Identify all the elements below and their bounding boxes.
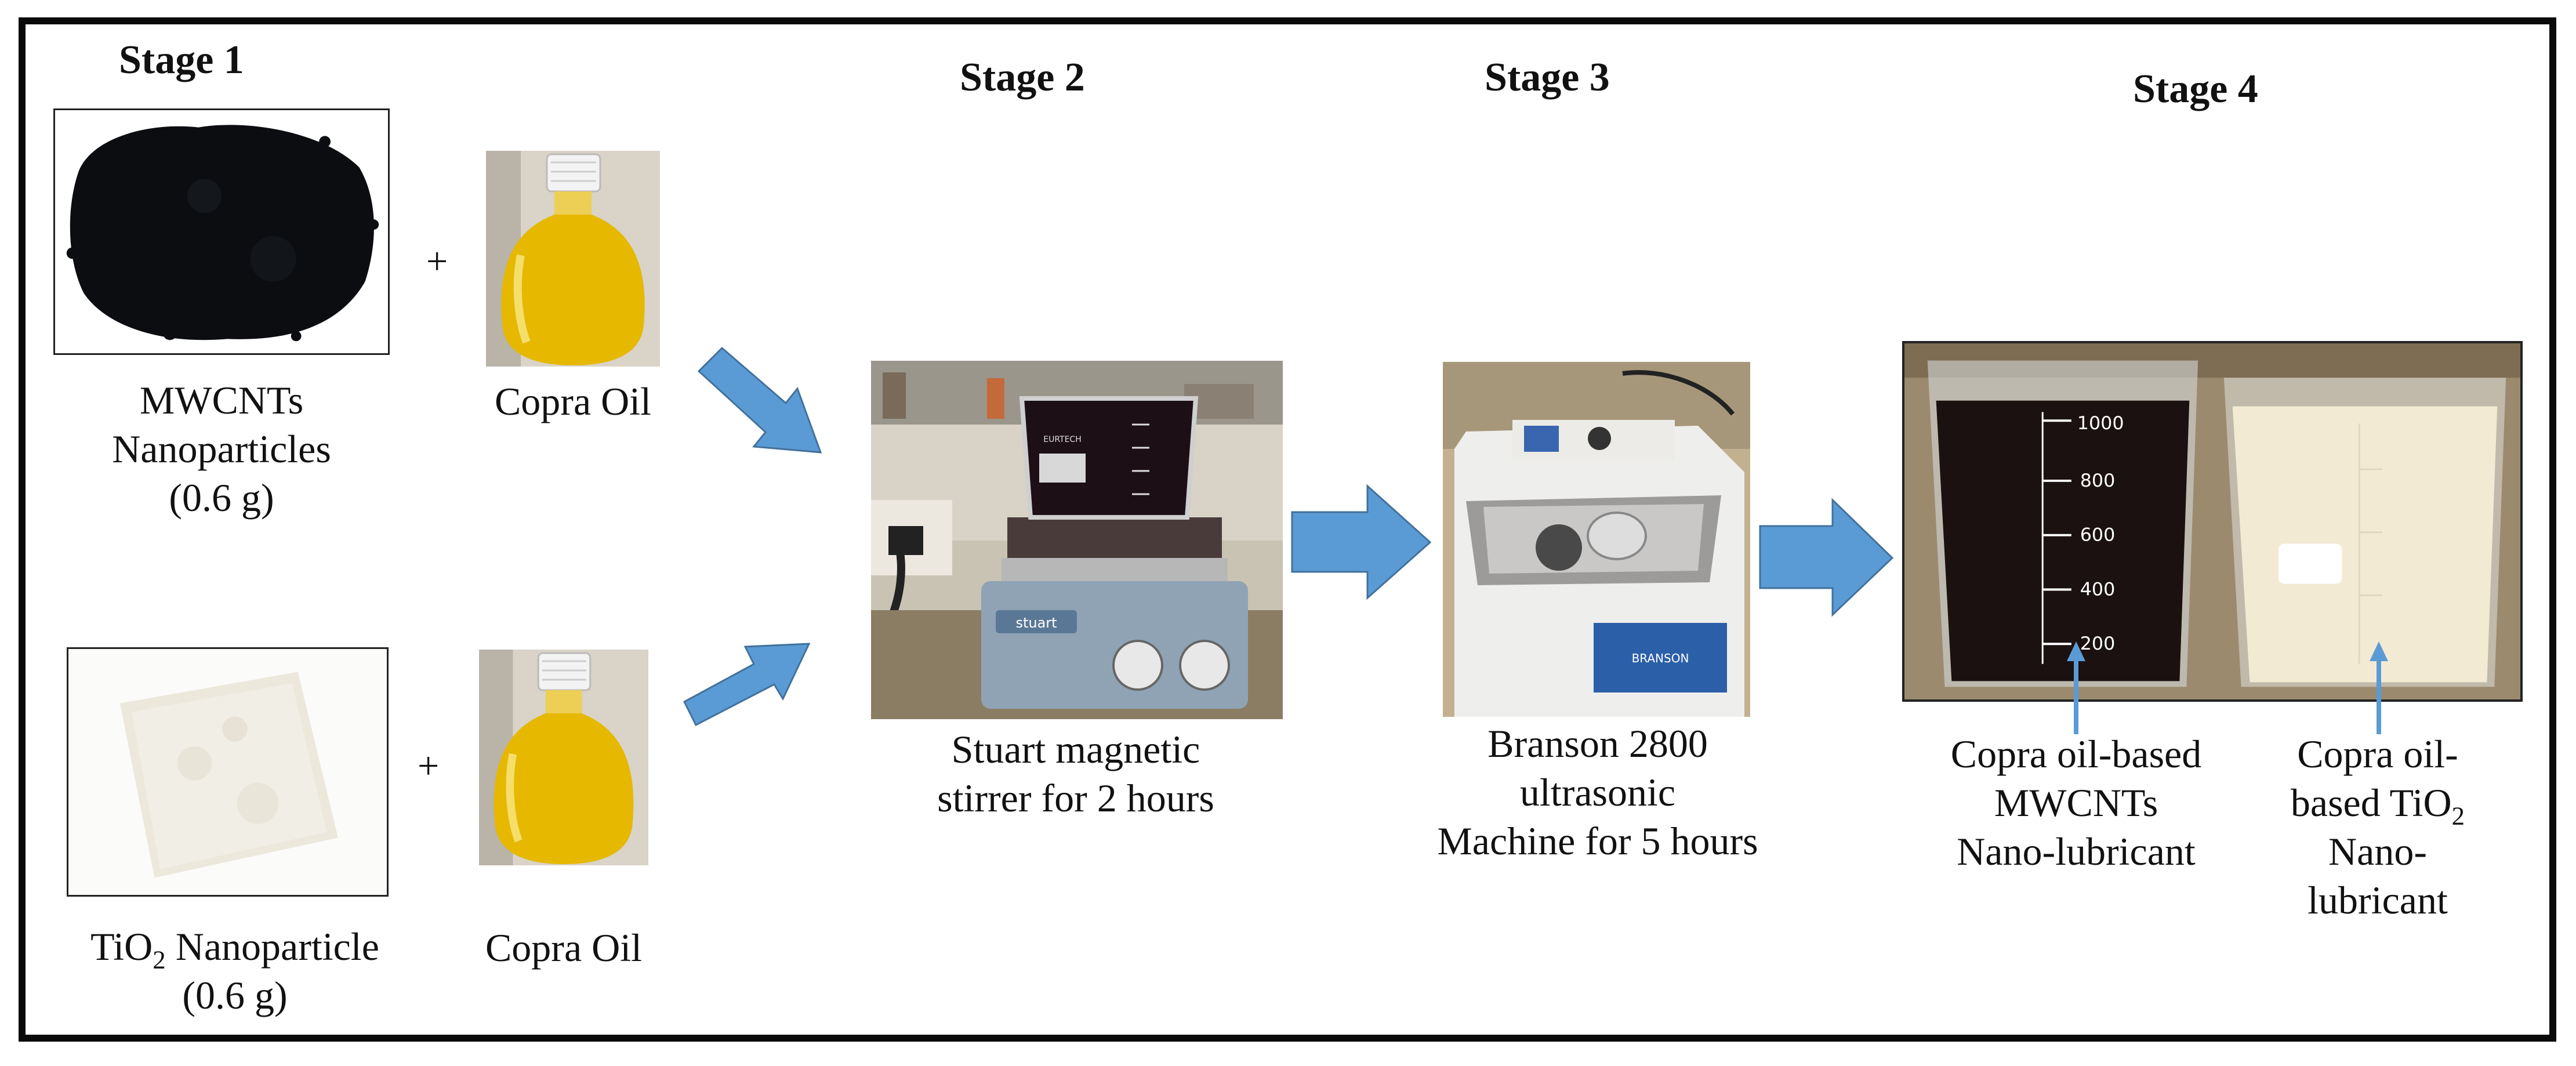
tio2-label: TiO2 Nanoparticle (0.6 g) (90, 924, 379, 1017)
pointer-arrow-tio2-beaker (2367, 641, 2390, 734)
magnetic-stirrer-photo: stuart EURTECH (871, 361, 1283, 719)
ultrasonic-label: Branson 2800 ultrasonic Machine for 5 ho… (1437, 721, 1758, 863)
tio2-powder-photo (67, 647, 389, 897)
figure-frame (19, 17, 2556, 1042)
ultrasonic-cleaner-photo: BRANSON (1443, 362, 1750, 717)
mwcnt-nanolubricant-label: Copra oil-based MWCNTs Nano-lubricant (1950, 732, 2202, 873)
copra-oil-label-bottom: Copra Oil (485, 926, 643, 970)
svg-text:800: 800 (2080, 470, 2116, 491)
svg-text:1000: 1000 (2077, 413, 2124, 434)
svg-text:stuart: stuart (1015, 615, 1057, 631)
stage-1-heading: Stage 1 (119, 38, 244, 82)
arrow-ultrasonic-to-products (1759, 498, 1894, 617)
svg-text:600: 600 (2080, 525, 2116, 546)
nano-lubricants-photo: 1000 800 600 400 200 (1902, 341, 2523, 702)
arrow-stirrer-to-ultrasonic (1291, 484, 1432, 600)
mwcnt-label: MWCNTs Nanoparticles (0.6 g) (112, 378, 331, 520)
pointer-arrow-mwcnt-beaker (2065, 641, 2088, 734)
svg-text:200: 200 (2080, 633, 2116, 654)
stirrer-label: Stuart magnetic stirrer for 2 hours (937, 727, 1214, 820)
copra-oil-bottle-photo-bottom (479, 650, 648, 865)
svg-text:EURTECH: EURTECH (1043, 435, 1082, 444)
svg-text:BRANSON: BRANSON (1632, 651, 1689, 665)
mwcnt-powder-photo (53, 108, 390, 355)
copra-oil-bottle-photo-top (486, 151, 660, 367)
arrow-tio2-to-stirrer (683, 641, 812, 728)
plus-sign-bottom: + (418, 745, 440, 787)
svg-text:400: 400 (2080, 579, 2116, 600)
copra-oil-label-top: Copra Oil (494, 379, 652, 423)
arrow-mwcnt-to-stirrer (697, 346, 826, 458)
stage-3-heading: Stage 3 (1485, 55, 1610, 100)
tio2-nanolubricant-label: Copra oil- based TiO2 Nano- lubricant (2290, 732, 2465, 922)
stage-4-heading: Stage 4 (2133, 67, 2258, 111)
plus-sign-top: + (426, 240, 448, 282)
stage-2-heading: Stage 2 (960, 55, 1085, 100)
